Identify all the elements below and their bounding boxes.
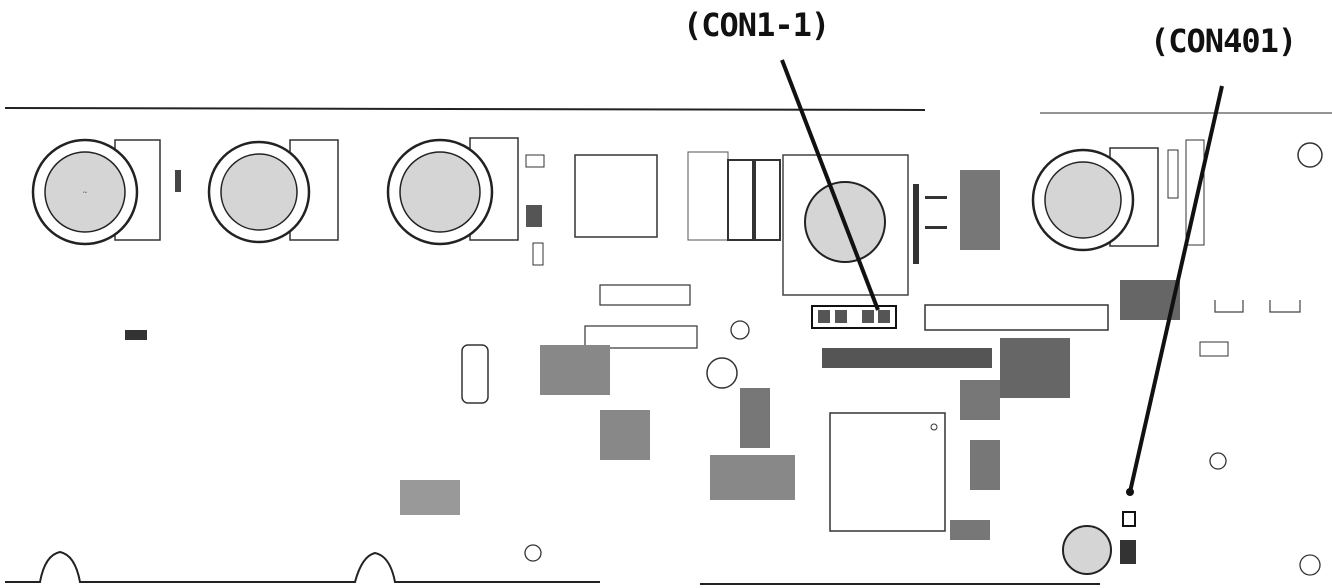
connector-con401 — [1062, 511, 1136, 575]
mounting-hole — [524, 544, 542, 562]
leader-line-con401 — [1128, 85, 1224, 493]
capacitor-4 — [1031, 139, 1205, 252]
ic-chip — [829, 412, 946, 532]
mounting-hole — [1299, 554, 1321, 576]
capacitor-1: ~ — [31, 138, 181, 246]
mounting-hole — [1209, 452, 1227, 470]
pin-header — [924, 304, 1109, 331]
smd-components — [125, 170, 1180, 540]
leader-line-con1-1 — [780, 59, 880, 311]
callout-con401: (CON401) — [1150, 22, 1297, 60]
mounting-hole — [730, 320, 750, 340]
connector-con1-1 — [811, 305, 897, 329]
heatsink — [913, 184, 919, 264]
mounting-hole — [1297, 142, 1323, 168]
square-module — [574, 154, 658, 238]
capacitor-2 — [207, 139, 339, 244]
callout-con1-1: (CON1-1) — [683, 6, 830, 44]
connector-cn1 — [599, 284, 691, 306]
svg-text:~: ~ — [83, 189, 87, 197]
transformer — [687, 151, 909, 296]
connector-cn2 — [584, 325, 698, 349]
capacitor-3 — [386, 137, 545, 266]
